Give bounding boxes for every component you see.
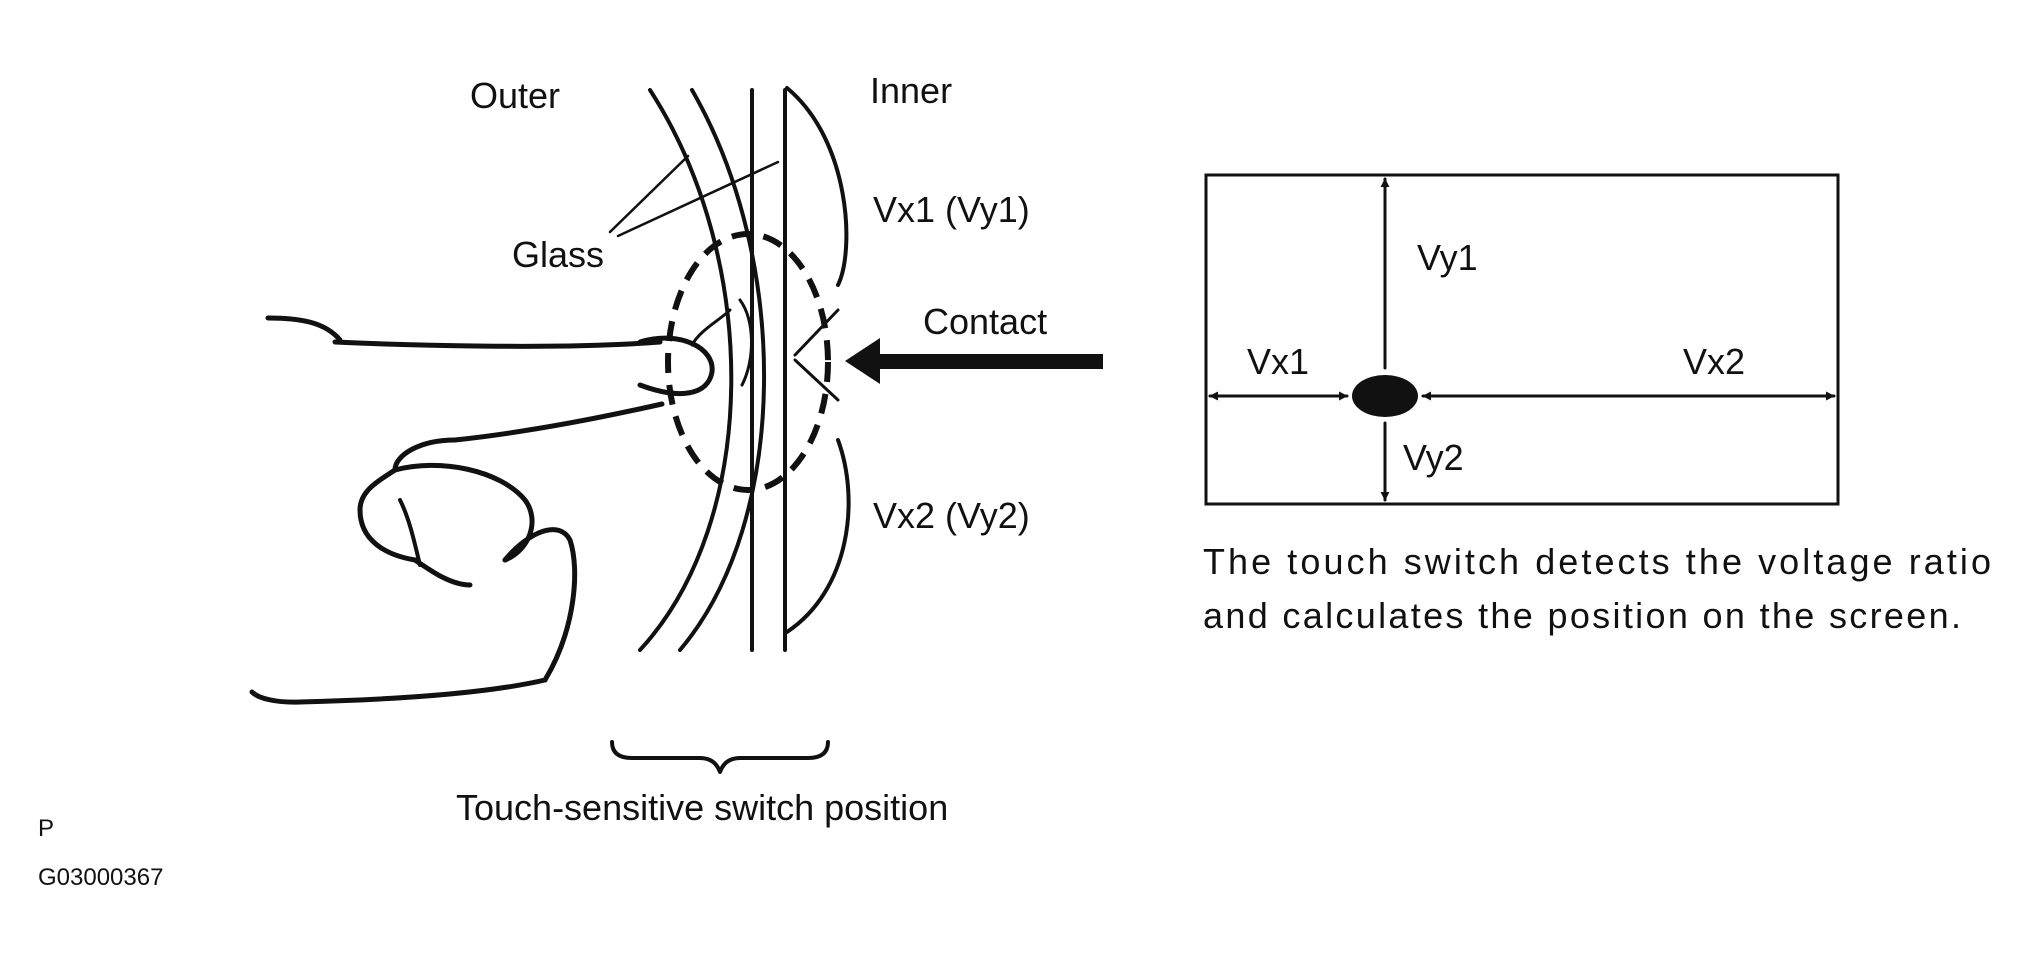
inner-film (785, 86, 851, 634)
switch-position-bracket (610, 740, 830, 774)
vx2-vy2-label: Vx2 (Vy2) (873, 495, 1030, 536)
glass-layers (638, 88, 787, 652)
vx2-label: Vx2 (1683, 341, 1745, 382)
vx1-vy1-label: Vx1 (Vy1) (873, 189, 1030, 230)
switch-position-label: Touch-sensitive switch position (456, 787, 948, 828)
glass-leader-lines (608, 154, 780, 238)
figure-code: G03000367 (38, 864, 163, 891)
contact-label: Contact (923, 301, 1047, 342)
vy2-label: Vy2 (1403, 437, 1464, 478)
contact-converging-arrows (690, 298, 840, 402)
caption-line-1: The touch switch detects the voltage rat… (1203, 541, 1991, 582)
outer-label: Outer (470, 75, 560, 116)
inner-label: Inner (870, 70, 952, 111)
contact-arrow (845, 338, 1103, 384)
caption-line-2: and calculates the position on the scree… (1203, 595, 1961, 636)
corner-letter: P (38, 815, 54, 842)
finger-illustration (249, 315, 715, 705)
touch-point (1352, 375, 1418, 417)
contact-detail-circle (665, 231, 831, 493)
voltage-arrows (1208, 177, 1836, 502)
screen-frame (1204, 173, 1840, 506)
vy1-label: Vy1 (1417, 237, 1478, 278)
glass-label: Glass (512, 234, 604, 275)
vx1-label: Vx1 (1247, 341, 1309, 382)
